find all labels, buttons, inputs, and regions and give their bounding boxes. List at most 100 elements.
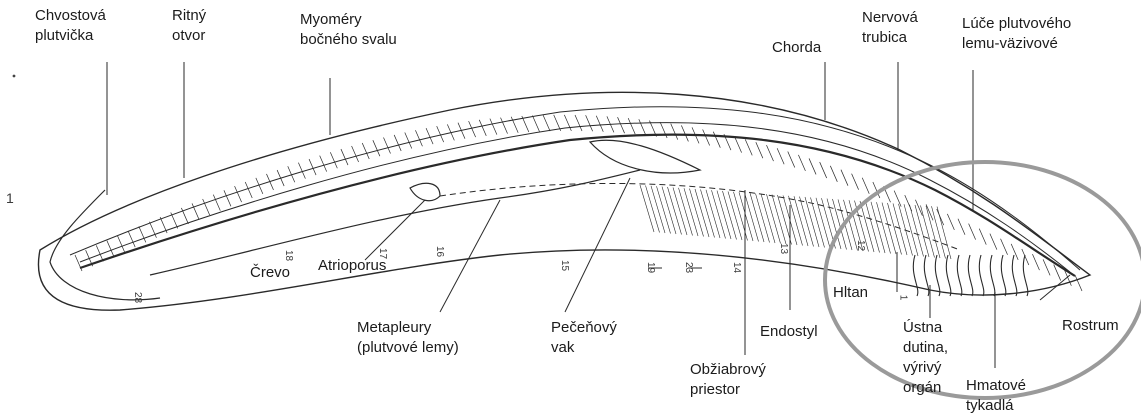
label-line: otvor xyxy=(172,26,206,46)
myomere-band-top xyxy=(70,107,1080,270)
myomere-stripe xyxy=(384,138,391,154)
myomere-stripe xyxy=(958,219,965,235)
myomere-stripe xyxy=(171,212,178,228)
label-line: vak xyxy=(551,338,617,358)
myomere-stripe xyxy=(894,191,901,207)
myomere-stripe xyxy=(118,236,125,252)
myomere-stripe xyxy=(979,229,986,245)
myomere-stripe xyxy=(554,115,561,131)
myomere-stripe xyxy=(128,231,135,247)
myomere-stripes xyxy=(75,115,1082,291)
label-line: Endostyl xyxy=(760,322,818,342)
myomere-stripe xyxy=(235,186,242,202)
gill-bar xyxy=(915,205,929,257)
gill-bar xyxy=(772,195,786,244)
gill-bar xyxy=(673,187,687,235)
myomere-stripe xyxy=(320,156,327,172)
label-rostrum: Rostrum xyxy=(1062,316,1119,336)
gill-bar xyxy=(882,203,896,254)
gill-bar xyxy=(657,186,671,233)
label-endostyl: Endostyl xyxy=(760,322,818,342)
gill-bar xyxy=(646,185,660,232)
label-line: plutvička xyxy=(35,26,106,46)
label-ustna-dutina: Ústna dutina, výrivý orgán xyxy=(903,318,948,398)
gill-bar xyxy=(921,205,935,257)
gill-bars xyxy=(640,185,951,259)
myomere-stripe xyxy=(1075,275,1082,291)
tentacle xyxy=(990,255,995,296)
myomere-stripe xyxy=(1001,239,1008,255)
label-line: Črevo xyxy=(250,263,290,283)
myomere-stripe xyxy=(160,217,167,233)
metapleural-fold xyxy=(440,183,960,250)
label-nervova-trubica: Nervová trubica xyxy=(862,8,918,48)
label-line: tykadlá xyxy=(966,396,1026,416)
gill-bar xyxy=(679,188,693,236)
tentacle xyxy=(935,255,940,296)
label-line: dutina, xyxy=(903,338,948,358)
myomere-stripe xyxy=(852,174,859,190)
myomere-stripe xyxy=(543,115,550,131)
gill-bar xyxy=(888,203,902,255)
label-line: orgán xyxy=(903,378,948,398)
label-metapleury: Metapleury (plutvové lemy) xyxy=(357,318,459,358)
side-mark: 1 xyxy=(6,190,14,206)
gill-bar xyxy=(767,194,781,243)
gill-bar xyxy=(926,206,940,258)
label-line: Ritný xyxy=(172,6,206,26)
tentacle xyxy=(1012,255,1017,296)
myomere-stripe xyxy=(639,119,646,135)
myomere-stripe xyxy=(341,149,348,165)
gill-bar xyxy=(899,204,913,256)
label-line: priestor xyxy=(690,380,766,400)
gill-bar xyxy=(651,186,665,233)
label-line: Pečeňový xyxy=(551,318,617,338)
gill-bar xyxy=(811,197,825,247)
myomere-stripe xyxy=(1011,244,1018,260)
gill-bar xyxy=(937,207,951,259)
gill-bar xyxy=(701,189,715,237)
gill-bar xyxy=(712,190,726,238)
tentacle xyxy=(1001,255,1006,296)
myomere-stripe xyxy=(777,148,784,164)
gill-bar xyxy=(893,203,907,255)
myomere-stripe xyxy=(841,170,848,186)
label-line: Metapleury xyxy=(357,318,459,338)
gill-bar xyxy=(706,190,720,238)
label-line: Lúče plutvového xyxy=(962,14,1071,34)
myomere-stripe xyxy=(820,162,827,178)
number-13: 13 xyxy=(778,243,789,254)
myomere-stripe xyxy=(373,140,380,156)
myomere-stripe xyxy=(937,209,944,225)
number-19: 19 xyxy=(645,262,656,273)
myomere-stripe xyxy=(245,182,252,198)
number-12: 12 xyxy=(855,240,866,251)
label-line: Myoméry xyxy=(300,10,397,30)
gill-bar xyxy=(690,189,704,237)
myomere-stripe xyxy=(830,166,837,182)
myomere-stripe xyxy=(969,224,976,240)
myomere-stripe xyxy=(352,146,359,162)
label-myomery: Myoméry bočného svalu xyxy=(300,10,397,50)
myomere-stripe xyxy=(745,139,752,155)
myomere-stripe xyxy=(224,190,231,206)
myomere-stripe xyxy=(713,132,720,148)
label-line: lemu-väzivové xyxy=(962,34,1071,54)
gill-bar xyxy=(728,191,742,240)
label-line: Rostrum xyxy=(1062,316,1119,336)
liver-sack xyxy=(590,140,700,173)
gill-bar xyxy=(871,202,885,253)
label-obziabrovy-priestor: Obžiabrový priestor xyxy=(690,360,766,400)
label-line: Chorda xyxy=(772,38,821,58)
gill-bar xyxy=(662,187,676,234)
myomere-stripe xyxy=(788,152,795,168)
myomere-stripe xyxy=(703,129,710,145)
myomere-stripe xyxy=(415,130,422,146)
number-14: 14 xyxy=(731,262,742,273)
myomere-stripe xyxy=(756,142,763,158)
myomere-stripe xyxy=(681,125,688,141)
myomere-stripe xyxy=(862,178,869,194)
body-outline xyxy=(38,92,1090,310)
myomere-stripe xyxy=(469,121,476,137)
